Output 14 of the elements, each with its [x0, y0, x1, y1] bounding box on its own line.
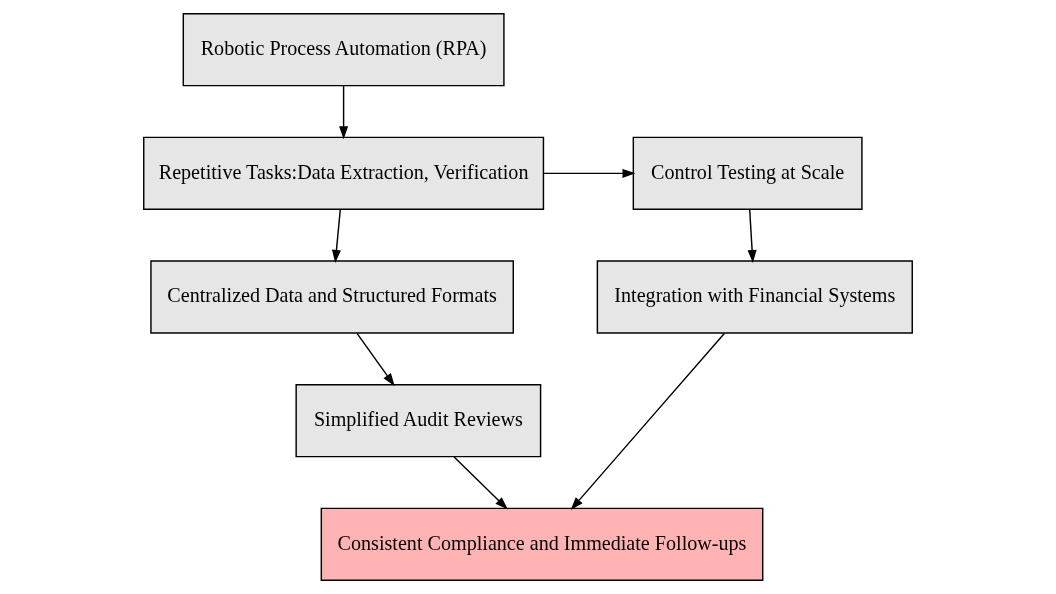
node-box: Consistent Compliance and Immediate Follow-ups [320, 507, 764, 581]
arrow [542, 168, 636, 178]
arrow [331, 209, 341, 263]
arrow [747, 209, 757, 263]
node-box: Robotic Process Automation (RPA) [182, 13, 505, 87]
node-box: Control Testing at Scale [632, 136, 863, 210]
arrow [356, 332, 395, 387]
arrow [453, 456, 508, 510]
arrow [339, 85, 349, 140]
node-box: Simplified Audit Reviews [295, 384, 542, 458]
node-box: Repetitive Tasks:Data Extraction, Verification [143, 136, 545, 210]
node-box: Integration with Financial Systems [596, 260, 913, 334]
arrow [570, 332, 726, 510]
node-box: Centralized Data and Structured Formats [150, 260, 514, 334]
